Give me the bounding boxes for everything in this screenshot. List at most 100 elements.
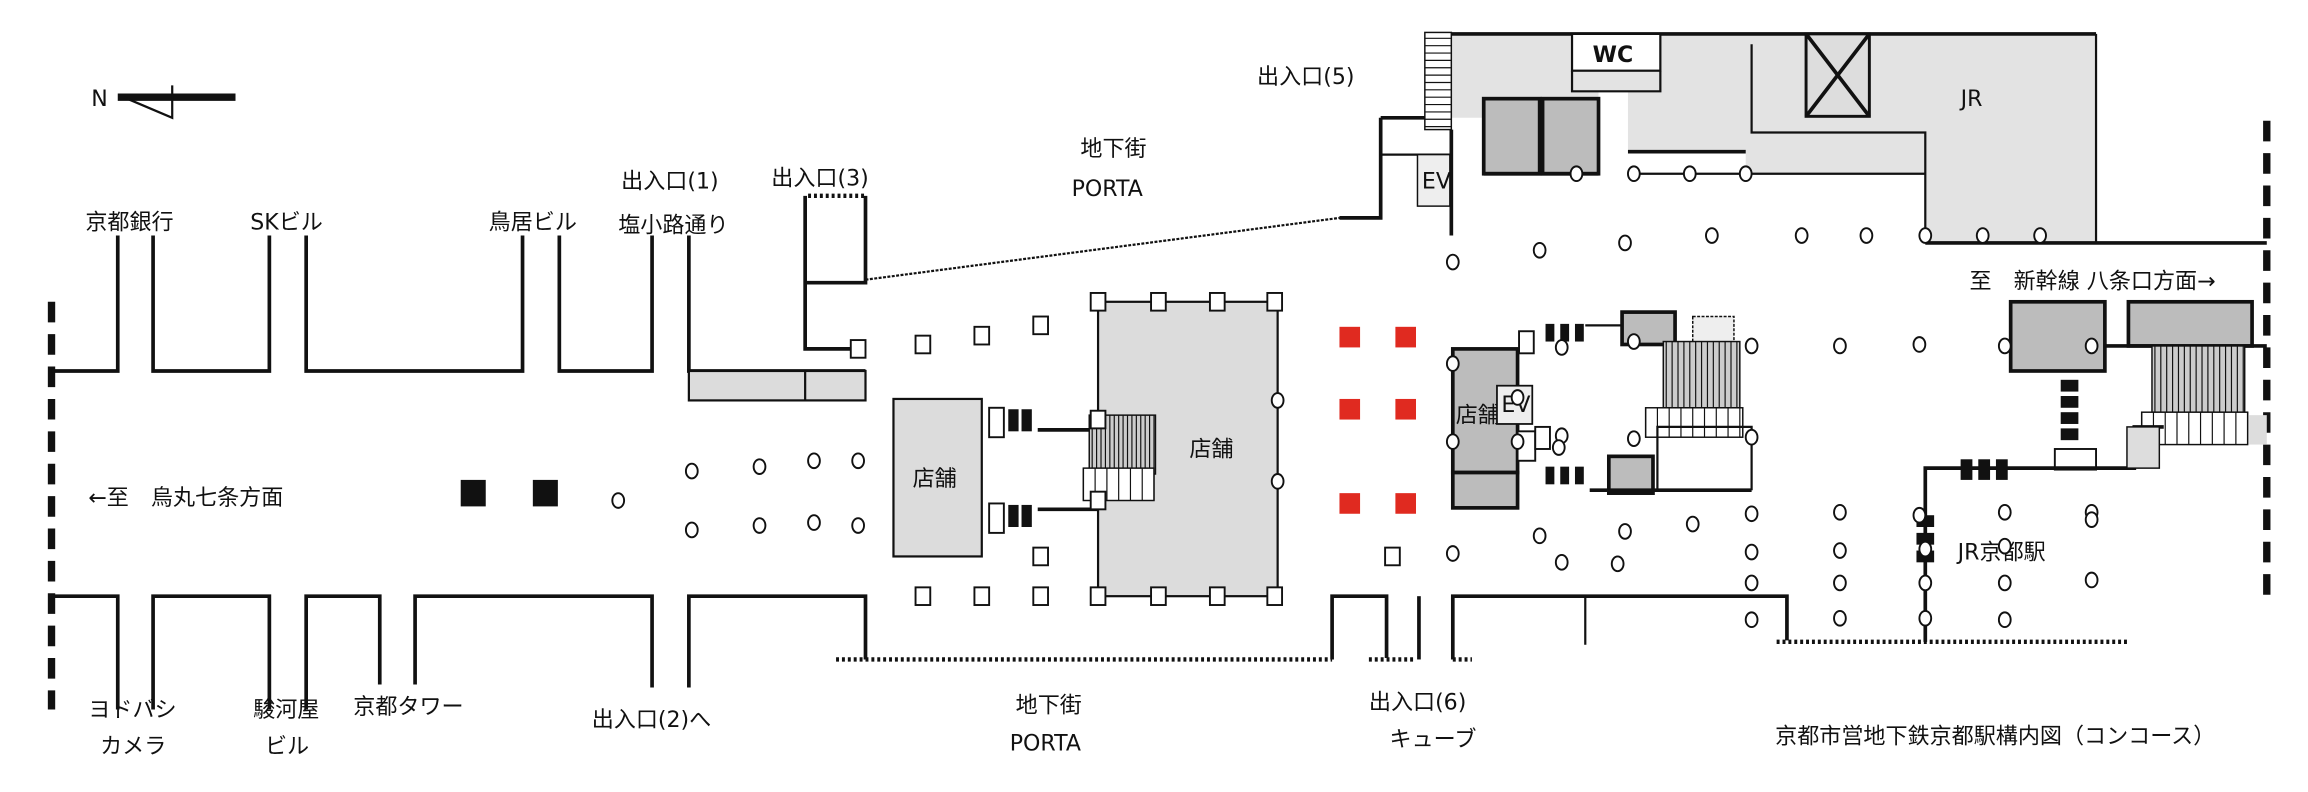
- column: [807, 452, 821, 470]
- shop-center: 店舗 EV: [1450, 330, 1551, 510]
- column: [1738, 165, 1753, 183]
- column: [1918, 574, 1933, 592]
- label-kyoto-bank: 京都銀行: [85, 211, 173, 236]
- column: [1627, 333, 1641, 350]
- column: [1912, 506, 1927, 524]
- column: [851, 517, 865, 534]
- column: [1918, 609, 1933, 627]
- column: [1997, 503, 2012, 521]
- shop-strip: [687, 369, 867, 402]
- label-exit3: 出入口(3): [771, 167, 868, 192]
- label-exit6: 出入口(6): [1369, 691, 1466, 716]
- square-column: [1089, 409, 1107, 430]
- column: [1833, 503, 1847, 521]
- gate-bar: [2060, 379, 2079, 392]
- column: [752, 517, 767, 534]
- square-column: [1032, 315, 1049, 336]
- column: [851, 452, 865, 470]
- column: [807, 514, 821, 531]
- wc-label: WC: [1593, 43, 1634, 68]
- gate-bar: [2060, 396, 2079, 408]
- column: [684, 521, 699, 539]
- gate-connectors: [988, 406, 1099, 534]
- label-porta-top-en: PORTA: [1072, 177, 1143, 202]
- label-exit1: 出入口(1): [621, 169, 718, 194]
- column: [1510, 389, 1525, 406]
- column: [1445, 545, 1460, 562]
- column: [1744, 543, 1759, 561]
- square-column: [1150, 586, 1167, 606]
- jr-gates-area: [1916, 299, 2267, 642]
- column: [1627, 165, 1641, 183]
- square-column: [914, 334, 932, 355]
- square-column: [1150, 292, 1167, 312]
- column: [1833, 609, 1847, 627]
- column: [1685, 515, 1700, 533]
- column: [1997, 611, 2012, 629]
- label-porta-top: 地下街: [1080, 137, 1146, 162]
- column: [1554, 554, 1569, 571]
- column: [1627, 430, 1641, 448]
- ticket-gates-red: [1339, 326, 1417, 514]
- column: [1744, 574, 1759, 592]
- column: [1918, 227, 1933, 244]
- stairs-exit5: [1424, 31, 1453, 131]
- column: [1833, 574, 1847, 592]
- square-column: [1208, 292, 1226, 312]
- label-surugaya: 駿河屋: [253, 698, 319, 723]
- label-to-shinkansen: 至 新幹線 八条口方面→: [1969, 270, 2215, 295]
- label-cube: キューブ: [1390, 727, 1477, 752]
- ev-top-label: EV: [1422, 169, 1451, 194]
- shop-big: 店舗: [1082, 300, 1279, 598]
- column: [752, 458, 767, 475]
- column: [2033, 227, 2047, 244]
- column: [1859, 227, 1874, 244]
- column: [1551, 439, 1566, 456]
- square-column: [973, 586, 991, 606]
- north-wall: [51, 193, 1340, 402]
- gate-bar: [2060, 428, 2079, 441]
- column: [1569, 165, 1584, 183]
- column: [1833, 337, 1847, 355]
- label-porta-bottom: 地下街: [1016, 693, 1082, 718]
- column: [1705, 227, 1719, 244]
- column: [1975, 227, 1990, 244]
- elevator-top: [1416, 153, 1451, 207]
- column: [1270, 392, 1285, 409]
- column: [1618, 234, 1632, 252]
- label-to-karasuma-shichijo: ←至 烏丸七条方面: [88, 486, 283, 511]
- shop-left-label: 店舗: [913, 467, 957, 492]
- label-torii-building: 鳥居ビル: [489, 211, 577, 236]
- jr-building: WC JR EV: [1339, 31, 2267, 245]
- column: [2084, 511, 2099, 528]
- square-column: [1089, 490, 1107, 511]
- pillar: [460, 479, 486, 507]
- square-column: [1208, 586, 1226, 606]
- column: [1912, 336, 1927, 353]
- south-wall: [51, 594, 2129, 710]
- label-surugaya-building: ビル: [265, 735, 309, 760]
- north-label: N: [91, 87, 108, 112]
- column: [1270, 473, 1285, 490]
- column: [1744, 337, 1759, 355]
- column: [1618, 523, 1632, 540]
- gate-bar: [1916, 515, 1935, 528]
- column: [1997, 337, 2012, 355]
- north-arrow-icon: N: [91, 85, 236, 120]
- square-column: [1089, 292, 1107, 312]
- column: [1744, 611, 1759, 629]
- column: [1445, 355, 1460, 372]
- column: [1997, 537, 2012, 555]
- column: [611, 492, 626, 509]
- column: [1744, 428, 1759, 446]
- square-column: [1089, 586, 1107, 606]
- square-column: [1266, 586, 1284, 606]
- pillar: [532, 479, 558, 507]
- square-column: [1032, 546, 1049, 567]
- shop-center-label: 店舗: [1456, 403, 1500, 428]
- label-porta-bottom-en: PORTA: [1010, 732, 1081, 757]
- jr-label: JR: [1959, 87, 1983, 112]
- column: [1445, 433, 1460, 450]
- column: [1794, 227, 1809, 244]
